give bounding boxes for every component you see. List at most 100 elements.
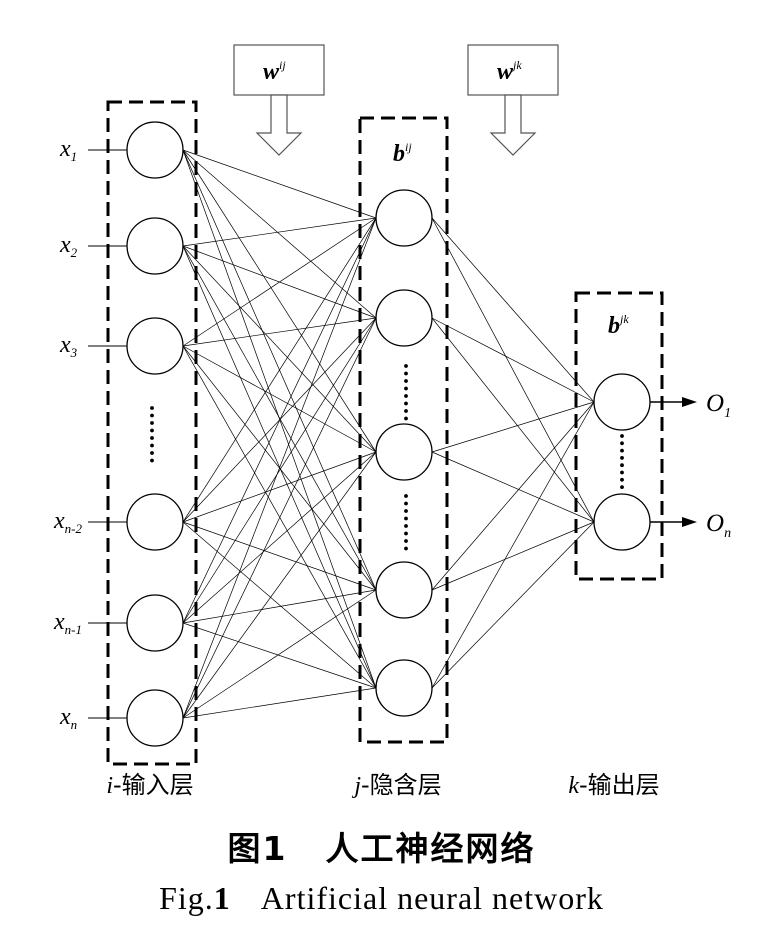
io-lines — [88, 149, 697, 719]
connection-input-hidden — [182, 149, 377, 453]
input-ellipsis — [150, 451, 154, 455]
output-ellipsis — [620, 441, 624, 446]
weight-jk-box — [467, 44, 559, 96]
input-neuron — [126, 689, 184, 747]
caption-en-prefix: Fig. — [159, 880, 214, 916]
connection-hidden-output — [431, 217, 595, 523]
caption-en-title: Artificial neural network — [260, 880, 604, 916]
connection-input-hidden — [182, 687, 377, 719]
output-arrowhead — [682, 517, 697, 527]
output-ellipsis — [620, 448, 624, 453]
hidden-ellipsis-upper — [404, 394, 408, 398]
input-layer-box — [106, 100, 198, 766]
connection-hidden-output — [431, 317, 595, 403]
output-ellipsis — [620, 485, 624, 489]
bias-label-jk: bjk — [608, 312, 629, 339]
connection-hidden-output — [431, 217, 595, 403]
bias-label-ij: bij — [393, 140, 412, 167]
caption-english: Fig.1 Artificial neural network — [0, 880, 763, 917]
caption-cn-title: 人工神经网络 — [325, 829, 536, 868]
hidden-ellipsis-lower — [404, 501, 408, 506]
connection-input-hidden — [182, 149, 377, 689]
connection-input-hidden — [182, 345, 377, 453]
output-label-1: O1 — [706, 390, 731, 421]
hidden-neuron — [375, 189, 433, 247]
output-arrowhead — [682, 397, 697, 407]
input-neuron — [126, 493, 184, 551]
input-label-2: x2 — [59, 232, 78, 260]
connection-hidden-output — [431, 521, 595, 591]
hidden-ellipsis-lower — [404, 539, 408, 543]
input-label-6: xn — [59, 704, 77, 732]
layer-boxes — [106, 100, 664, 766]
connection-input-hidden — [182, 521, 377, 591]
layer-label-i: i-输入层 — [106, 771, 193, 799]
output-neuron — [593, 373, 651, 431]
input-label-3: x3 — [59, 332, 78, 360]
hidden-ellipsis-lower — [404, 494, 408, 498]
weight-ij-box — [233, 44, 325, 96]
output-ellipsis — [620, 456, 624, 460]
hidden-ellipsis-upper — [404, 409, 408, 413]
connection-input-hidden — [182, 245, 377, 591]
caption-en-number: 1 — [213, 880, 231, 916]
hidden-ellipsis-lower — [404, 531, 408, 536]
connection-input-hidden — [182, 317, 377, 719]
weight-label-jk: wjk — [497, 58, 522, 85]
input-label-1: x1 — [59, 136, 77, 164]
hidden-neuron — [375, 561, 433, 619]
connection-input-hidden — [182, 451, 377, 624]
output-ellipsis — [620, 470, 624, 475]
connection-input-hidden — [182, 245, 377, 689]
connection-input-hidden — [182, 217, 377, 347]
hidden-layer-box — [358, 116, 449, 744]
input-neuron — [126, 594, 184, 652]
connection-input-hidden — [182, 589, 377, 719]
input-label-4: xn-2 — [53, 508, 82, 536]
connection-input-hidden — [182, 521, 377, 689]
connection-input-hidden — [182, 451, 377, 719]
input-ellipsis — [150, 458, 154, 463]
connection-input-hidden — [182, 217, 377, 247]
input-ellipsis — [150, 421, 154, 425]
weight-label-ij: wij — [263, 58, 286, 85]
hidden-ellipsis-upper — [404, 364, 408, 368]
output-ellipsis — [620, 434, 624, 438]
input-neuron — [126, 217, 184, 275]
connection-hidden-output — [431, 317, 595, 523]
connection-hidden-output — [431, 451, 595, 523]
connection-input-hidden — [182, 451, 377, 523]
output-ellipsis — [620, 477, 624, 482]
input-ellipsis — [150, 443, 154, 448]
connection-hidden-output — [431, 401, 595, 453]
hidden-ellipsis-upper — [404, 416, 408, 421]
caption-cn-prefix: 图 — [227, 829, 263, 868]
input-ellipsis — [150, 436, 154, 440]
connection-input-hidden — [182, 345, 377, 689]
input-neuron — [126, 121, 184, 179]
ellipsis-dots — [150, 364, 624, 551]
weight-jk-arrow — [489, 94, 537, 156]
hidden-ellipsis-lower — [404, 509, 408, 513]
hidden-ellipsis-lower — [404, 524, 408, 528]
input-label-5: xn-1 — [53, 609, 82, 637]
input-neuron — [126, 317, 184, 375]
connection-input-hidden — [182, 317, 377, 624]
connection-lines — [182, 149, 595, 719]
weight-arrows — [233, 44, 559, 156]
output-ellipsis — [620, 463, 624, 468]
connection-input-hidden — [182, 149, 377, 219]
connection-input-hidden — [182, 149, 377, 319]
layer-label-k: k-输出层 — [568, 771, 659, 799]
hidden-ellipsis-upper — [404, 386, 408, 391]
connection-input-hidden — [182, 217, 377, 719]
input-ellipsis — [150, 413, 154, 418]
hidden-ellipsis-lower — [404, 546, 408, 551]
output-label-2: On — [706, 510, 731, 541]
hidden-ellipsis-upper — [404, 371, 408, 376]
hidden-neuron — [375, 423, 433, 481]
connection-input-hidden — [182, 217, 377, 624]
